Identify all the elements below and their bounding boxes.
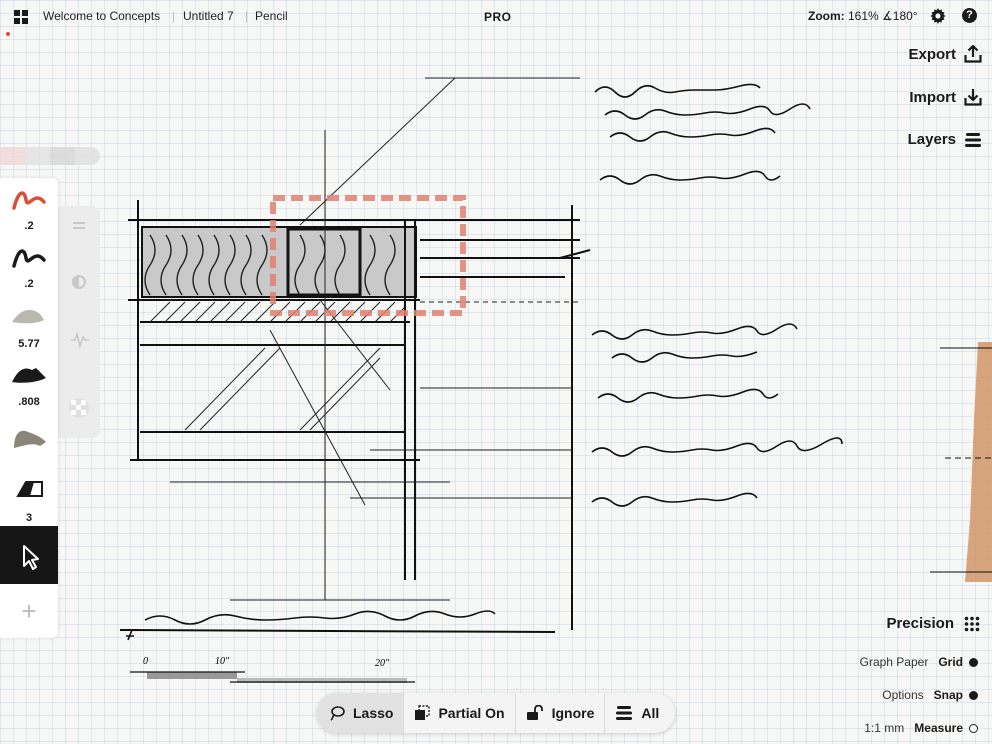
hatching (149, 77, 580, 601)
tool-size-value: .2 (24, 220, 34, 232)
layers-button[interactable]: Layers (908, 131, 982, 148)
lasso-icon (330, 706, 345, 721)
measure-toggle-off[interactable] (969, 723, 978, 733)
insulation-block (141, 226, 417, 298)
export-label: Export (908, 45, 956, 63)
precision-grid-icon (964, 616, 980, 631)
ignore-button[interactable]: Ignore (516, 693, 606, 733)
export-button[interactable]: Export (908, 45, 982, 63)
measure-toggle-label: Measure (914, 721, 963, 735)
thickness-icon[interactable] (73, 222, 85, 229)
tool-pen-black[interactable]: .2 (0, 236, 58, 294)
export-icon (964, 45, 982, 63)
gallery-grid-icon[interactable] (14, 10, 28, 24)
grid-toggle-label: Grid (938, 655, 963, 669)
scale-label-10: 10" (215, 656, 230, 667)
precision-row-measure[interactable]: 1:1 mm Measure (864, 721, 978, 735)
options-button[interactable]: Options (882, 688, 924, 702)
snap-toggle-on[interactable] (969, 690, 978, 700)
tool-eraser[interactable]: 3 (0, 468, 58, 526)
precision-row-snap[interactable]: Options Snap (882, 688, 978, 702)
add-tool-icon: + (21, 596, 37, 626)
scale-label-20: 20" (375, 658, 390, 669)
add-tool-button[interactable]: + (0, 584, 58, 638)
import-button[interactable]: Import (909, 88, 982, 106)
smoothing-icon[interactable] (71, 331, 89, 349)
import-label: Import (909, 88, 956, 106)
pencil-gray-icon (12, 309, 44, 324)
blend-checker-icon[interactable] (69, 398, 89, 418)
wood-element (965, 342, 992, 582)
unlock-icon (526, 705, 543, 720)
breadcrumb-separator: | (245, 9, 249, 23)
pen-red-icon (12, 191, 46, 210)
pro-badge[interactable]: PRO (484, 10, 512, 24)
breadcrumb-tool[interactable]: Pencil (255, 9, 288, 23)
layers-stack-icon (616, 706, 633, 720)
tool-size-value: .808 (18, 396, 40, 408)
tool-wheel: .2 .2 5.77 .808 3 + (0, 178, 58, 638)
graph-paper-option[interactable]: Graph Paper (859, 655, 929, 669)
tool-size-value: 3 (25, 512, 33, 524)
stud-box (286, 227, 362, 297)
tool-pen-red[interactable]: .2 (0, 178, 58, 236)
layers-icon (965, 132, 981, 147)
help-icon[interactable]: ? (962, 8, 977, 23)
zoom-value: 161% ∡180° (848, 9, 918, 23)
zoom-label: Zoom: (808, 9, 845, 23)
airbrush-gray-icon (14, 430, 46, 448)
tool-select[interactable] (0, 526, 58, 584)
partial-selection-icon (415, 705, 431, 720)
marker-black-icon (12, 368, 46, 383)
tool-airbrush-gray[interactable] (0, 410, 58, 468)
status-dot (6, 32, 10, 36)
scale-bar-segment (237, 678, 407, 683)
pen-black-icon (12, 249, 46, 268)
precision-title: Precision (886, 615, 954, 632)
select-cursor-icon (23, 545, 39, 570)
settings-gear-icon[interactable] (930, 8, 946, 24)
scale-label-0: 0 (143, 656, 148, 667)
zoom-indicator[interactable]: Zoom: 161% ∡180° (808, 9, 918, 23)
color-scrubber[interactable] (0, 147, 100, 165)
top-bar: Welcome to Concepts | Untitled 7 | Penci… (0, 0, 992, 32)
breadcrumb-drawing[interactable]: Untitled 7 (183, 9, 234, 23)
handwritten-notes (126, 83, 843, 641)
scale-bar-segment (147, 672, 237, 679)
insulation-squiggles (144, 234, 396, 296)
tool-pencil-gray[interactable]: 5.77 (0, 294, 58, 352)
lasso-label: Lasso (353, 705, 394, 721)
precision-row-grid[interactable]: Graph Paper Grid (860, 655, 978, 669)
measure-scale-option[interactable]: 1:1 mm (864, 721, 905, 735)
eraser-icon (16, 481, 43, 497)
ignore-label: Ignore (551, 705, 595, 721)
selection-marquee[interactable] (270, 195, 466, 316)
import-icon (964, 89, 982, 106)
lasso-button[interactable]: Lasso (317, 693, 405, 733)
all-layers-button[interactable]: All (605, 693, 669, 733)
tool-size-value: .2 (24, 278, 34, 290)
layers-label: Layers (907, 131, 956, 148)
tool-marker-black[interactable]: .808 (0, 352, 58, 410)
grid-toggle-on[interactable] (969, 657, 978, 667)
partial-on-button[interactable]: Partial On (404, 693, 516, 733)
breadcrumb-separator: | (172, 9, 176, 23)
selection-options-bar: Lasso Partial On Ignore All (317, 693, 675, 733)
all-label: All (641, 705, 660, 721)
tool-size-value: 5.77 (18, 338, 40, 350)
partial-on-label: Partial On (438, 705, 505, 721)
precision-button[interactable]: Precision (886, 615, 980, 632)
snap-toggle-label: Snap (933, 688, 963, 702)
breadcrumb-gallery[interactable]: Welcome to Concepts (43, 9, 161, 23)
tool-settings-subbar (58, 206, 100, 438)
